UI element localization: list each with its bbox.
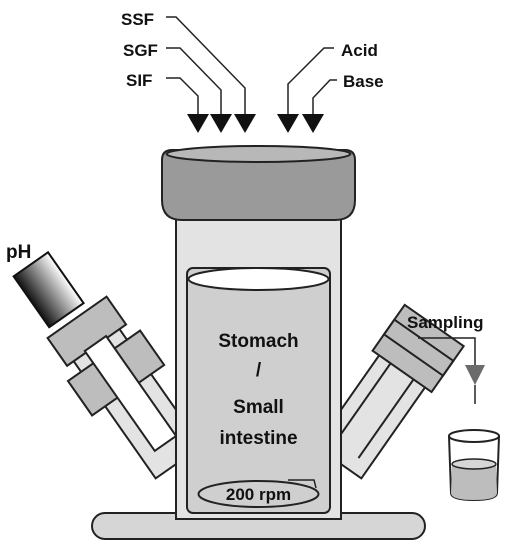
input-label-sgf: SGF <box>123 41 158 60</box>
vessel-label-slash: / <box>256 360 262 381</box>
inner-compartment <box>186 267 331 514</box>
sample-beaker <box>448 429 500 502</box>
stirrer-rotation-icon <box>288 479 317 489</box>
sampling-line <box>418 337 476 365</box>
acid-arrow-icon <box>277 114 299 133</box>
sampling-arrow-icon <box>465 365 485 385</box>
input-label-base: Base <box>343 72 384 91</box>
base-arrow-icon <box>302 114 324 133</box>
input-label-acid: Acid <box>341 41 378 60</box>
sif-arrow-icon <box>187 114 209 133</box>
sgf-line <box>166 47 222 114</box>
vessel-label-stomach: Stomach <box>218 331 298 352</box>
acid-line <box>287 47 334 114</box>
ssf-arrow-icon <box>234 114 256 133</box>
ph-label: pH <box>6 242 31 263</box>
base-line <box>312 79 337 114</box>
vessel-label-small: Small <box>233 397 284 418</box>
sif-line <box>166 77 199 114</box>
sgf-arrow-icon <box>210 114 232 133</box>
ph-probe <box>83 334 178 453</box>
ssf-line <box>166 16 246 114</box>
input-label-ssf: SSF <box>121 10 154 29</box>
sampling-label: Sampling <box>407 313 484 332</box>
liquid-surface <box>187 267 330 291</box>
ph-probe-head <box>12 250 85 329</box>
vessel-cap-top <box>165 145 352 163</box>
input-label-sif: SIF <box>126 71 152 90</box>
stirrer-speed-label: 200 rpm <box>226 485 291 504</box>
right-side-arm <box>314 303 466 480</box>
vessel-label-intestine: intestine <box>219 428 297 449</box>
stirrer-ring <box>197 480 320 508</box>
vessel-cap <box>161 149 356 221</box>
